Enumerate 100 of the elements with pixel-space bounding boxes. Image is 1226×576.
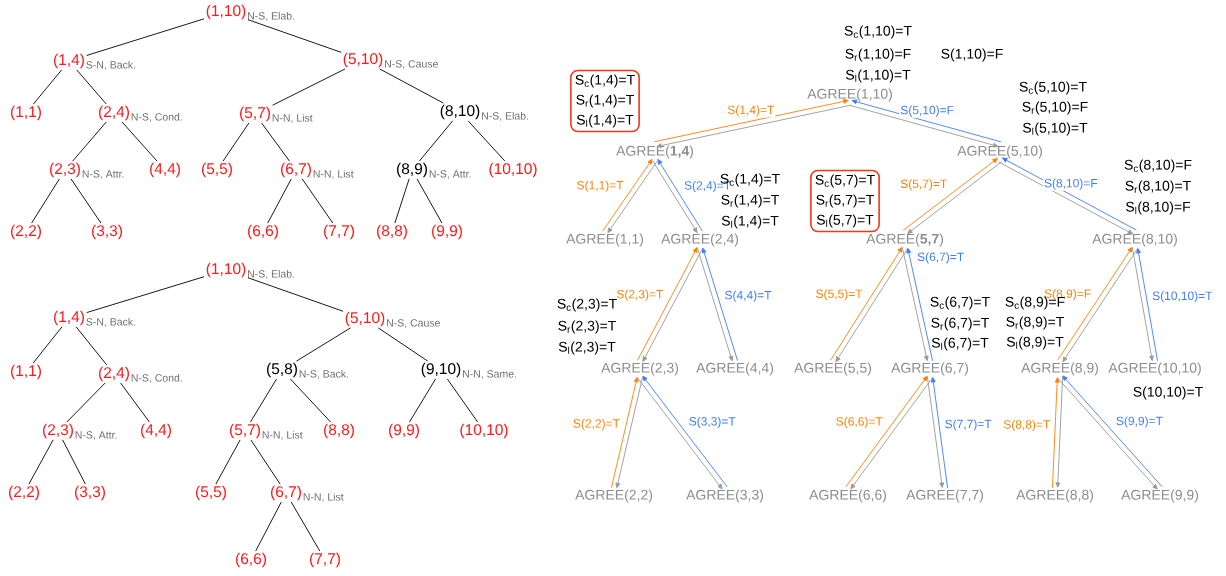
span-label: (3,3) xyxy=(92,224,122,240)
branch-line xyxy=(394,178,410,224)
branch-line xyxy=(289,378,332,423)
edge-label: S(6,6)=T xyxy=(834,415,884,430)
span-label: (1,10) xyxy=(206,4,246,20)
branch-line xyxy=(377,327,429,362)
score-label: S$_{l}$(1,10)=T xyxy=(846,69,911,83)
branch-line xyxy=(255,501,282,552)
score-label: S(1,10)=F xyxy=(941,48,1003,62)
branch-line xyxy=(418,120,454,162)
span-label: (2,4) xyxy=(99,366,129,382)
score-label: S$_{c}$(5,10)=T xyxy=(1019,81,1087,95)
branch-line xyxy=(408,378,437,423)
agree-label: AGREE(2,3) xyxy=(601,362,679,376)
score-label: S$_{l}$(1,4)=T xyxy=(721,215,779,229)
relation-label: N-S, Elab. xyxy=(482,111,529,121)
relation-label: N-S, Attr. xyxy=(429,170,471,179)
agree-label: AGREE(3,3) xyxy=(686,489,764,503)
span-label: (2,3) xyxy=(43,423,73,439)
score-label: S$_{c}$(1,10)=T xyxy=(844,25,912,39)
branch-line xyxy=(446,378,479,423)
relation-label: N-S, Attr. xyxy=(75,431,117,440)
span-label: (9,10) xyxy=(421,362,461,378)
branch-line xyxy=(28,439,54,485)
branch-line xyxy=(32,326,63,364)
span-label: (4,4) xyxy=(141,423,171,439)
span-label: (5,7) xyxy=(230,423,260,439)
relation-label: N-S, Cause xyxy=(387,319,440,328)
branch-line xyxy=(296,327,351,362)
span-label: (5,10) xyxy=(343,52,383,68)
relation-label: N-S, Elab. xyxy=(248,269,295,279)
relation-label: N-N, Same. xyxy=(463,370,516,379)
branch-line xyxy=(250,439,281,485)
branch-line xyxy=(62,439,86,485)
branch-line xyxy=(120,382,150,423)
span-label: (1,1) xyxy=(11,364,41,380)
agree-label: AGREE(1,10) xyxy=(807,88,892,102)
score-label: S$_{c}$(8,10)=F xyxy=(1124,159,1192,173)
score-label: S$_{r}$(1,4)=T xyxy=(721,194,779,208)
relation-label: N-S, Cond. xyxy=(131,112,182,122)
agree-label: AGREE(1,4) xyxy=(616,145,694,159)
span-label: (8,10) xyxy=(440,104,480,120)
agree-label: AGREE(8,9) xyxy=(1021,362,1099,376)
span-label: (2,2) xyxy=(11,224,41,240)
score-label: S$_{r}$(8,9)=T xyxy=(1006,316,1064,330)
score-label: S$_{l}$(2,3)=T xyxy=(558,341,616,355)
relation-label: N-S, Attr. xyxy=(82,170,124,179)
span-label: (6,6) xyxy=(248,224,278,240)
score-box: S$_{c}$(5,7)=T S$_{r}$(5,7)=T S$_{l}$(5,7)=T xyxy=(810,169,880,233)
agree-label: AGREE(5,10) xyxy=(957,145,1042,159)
edge-label: S(5,10)=F xyxy=(899,104,955,118)
branch-line xyxy=(247,19,342,53)
agree-label: AGREE(8,10) xyxy=(1092,233,1177,247)
edge-label: S(9,9)=T xyxy=(1114,415,1164,429)
edge-label: S(6,7)=T xyxy=(916,251,966,265)
arrow xyxy=(930,377,949,489)
span-label: (8,8) xyxy=(377,224,407,240)
span-label: (9,9) xyxy=(389,423,419,439)
edge-label: S(5,7)=T xyxy=(899,178,949,192)
agree-label: AGREE(8,8) xyxy=(1016,489,1094,503)
agree-label: AGREE(6,7) xyxy=(891,362,969,376)
edge-label: S(8,10)=F xyxy=(1042,177,1099,191)
branch-line xyxy=(31,178,60,224)
score-label: S$_{r}$(1,10)=F xyxy=(845,48,911,62)
relation-label: N-N, List xyxy=(303,492,344,502)
span-label: (9,9) xyxy=(432,224,462,240)
arrow xyxy=(1132,247,1154,361)
agree-label: AGREE(5,5) xyxy=(794,362,872,376)
relation-label: N-N, List xyxy=(272,113,313,123)
span-label: (5,8) xyxy=(267,362,297,378)
branch-line xyxy=(379,68,444,104)
agree-label: AGREE(4,4) xyxy=(696,362,774,376)
branch-line xyxy=(86,276,205,314)
agree-label: AGREE(10,10) xyxy=(1108,362,1201,376)
span-label: (1,10) xyxy=(206,262,246,278)
relation-label: S-N, Back. xyxy=(86,60,136,70)
span-label: (2,2) xyxy=(9,485,39,501)
score-label: S$_{c}$(6,7)=T xyxy=(930,296,990,310)
branch-line xyxy=(70,178,102,224)
edge-label: S(3,3)=T xyxy=(687,415,737,429)
span-label: (3,3) xyxy=(75,485,105,501)
arrow xyxy=(926,376,945,488)
score-label: S$_{l}$(6,7)=T xyxy=(931,337,989,351)
arrow xyxy=(1051,377,1060,489)
relation-label: N-S, Elab. xyxy=(248,11,295,21)
score-label: S$_{c}$(2,3)=T xyxy=(557,298,617,312)
branch-line xyxy=(86,18,205,56)
branch-line xyxy=(247,277,344,312)
span-label: (6,7) xyxy=(271,485,301,501)
span-label: (5,5) xyxy=(196,485,226,501)
relation-label: N-S, Cause xyxy=(385,60,438,69)
score-label: S$_{r}$(6,7)=T xyxy=(931,317,989,331)
branch-line xyxy=(249,378,278,423)
span-label: (7,7) xyxy=(324,224,354,240)
score-label: S$_{l}$(5,10)=T xyxy=(1023,122,1088,136)
agree-label: AGREE(2,2) xyxy=(575,489,653,503)
span-label: (5,7) xyxy=(240,106,270,122)
branch-line xyxy=(261,122,290,162)
branch-line xyxy=(76,69,107,105)
edge-label: S(8,8)=T xyxy=(1002,418,1052,433)
